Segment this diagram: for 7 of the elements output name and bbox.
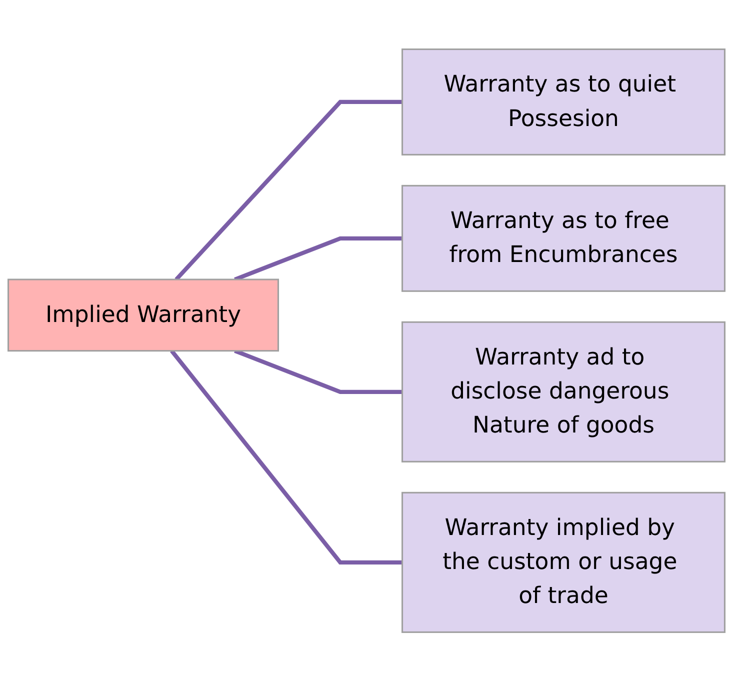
node-box: Warranty as to free from Encumbrances [401,185,726,292]
node-box: Warranty implied by the custom or usage of trade [401,492,726,634]
node-box: Implied Warranty [8,278,279,352]
node-box: Warranty as to quiet Possesion [401,48,726,156]
connector [170,350,402,565]
connector [174,100,402,282]
node-box: Warranty ad to disclose dangerous Nature of goods [401,322,726,463]
